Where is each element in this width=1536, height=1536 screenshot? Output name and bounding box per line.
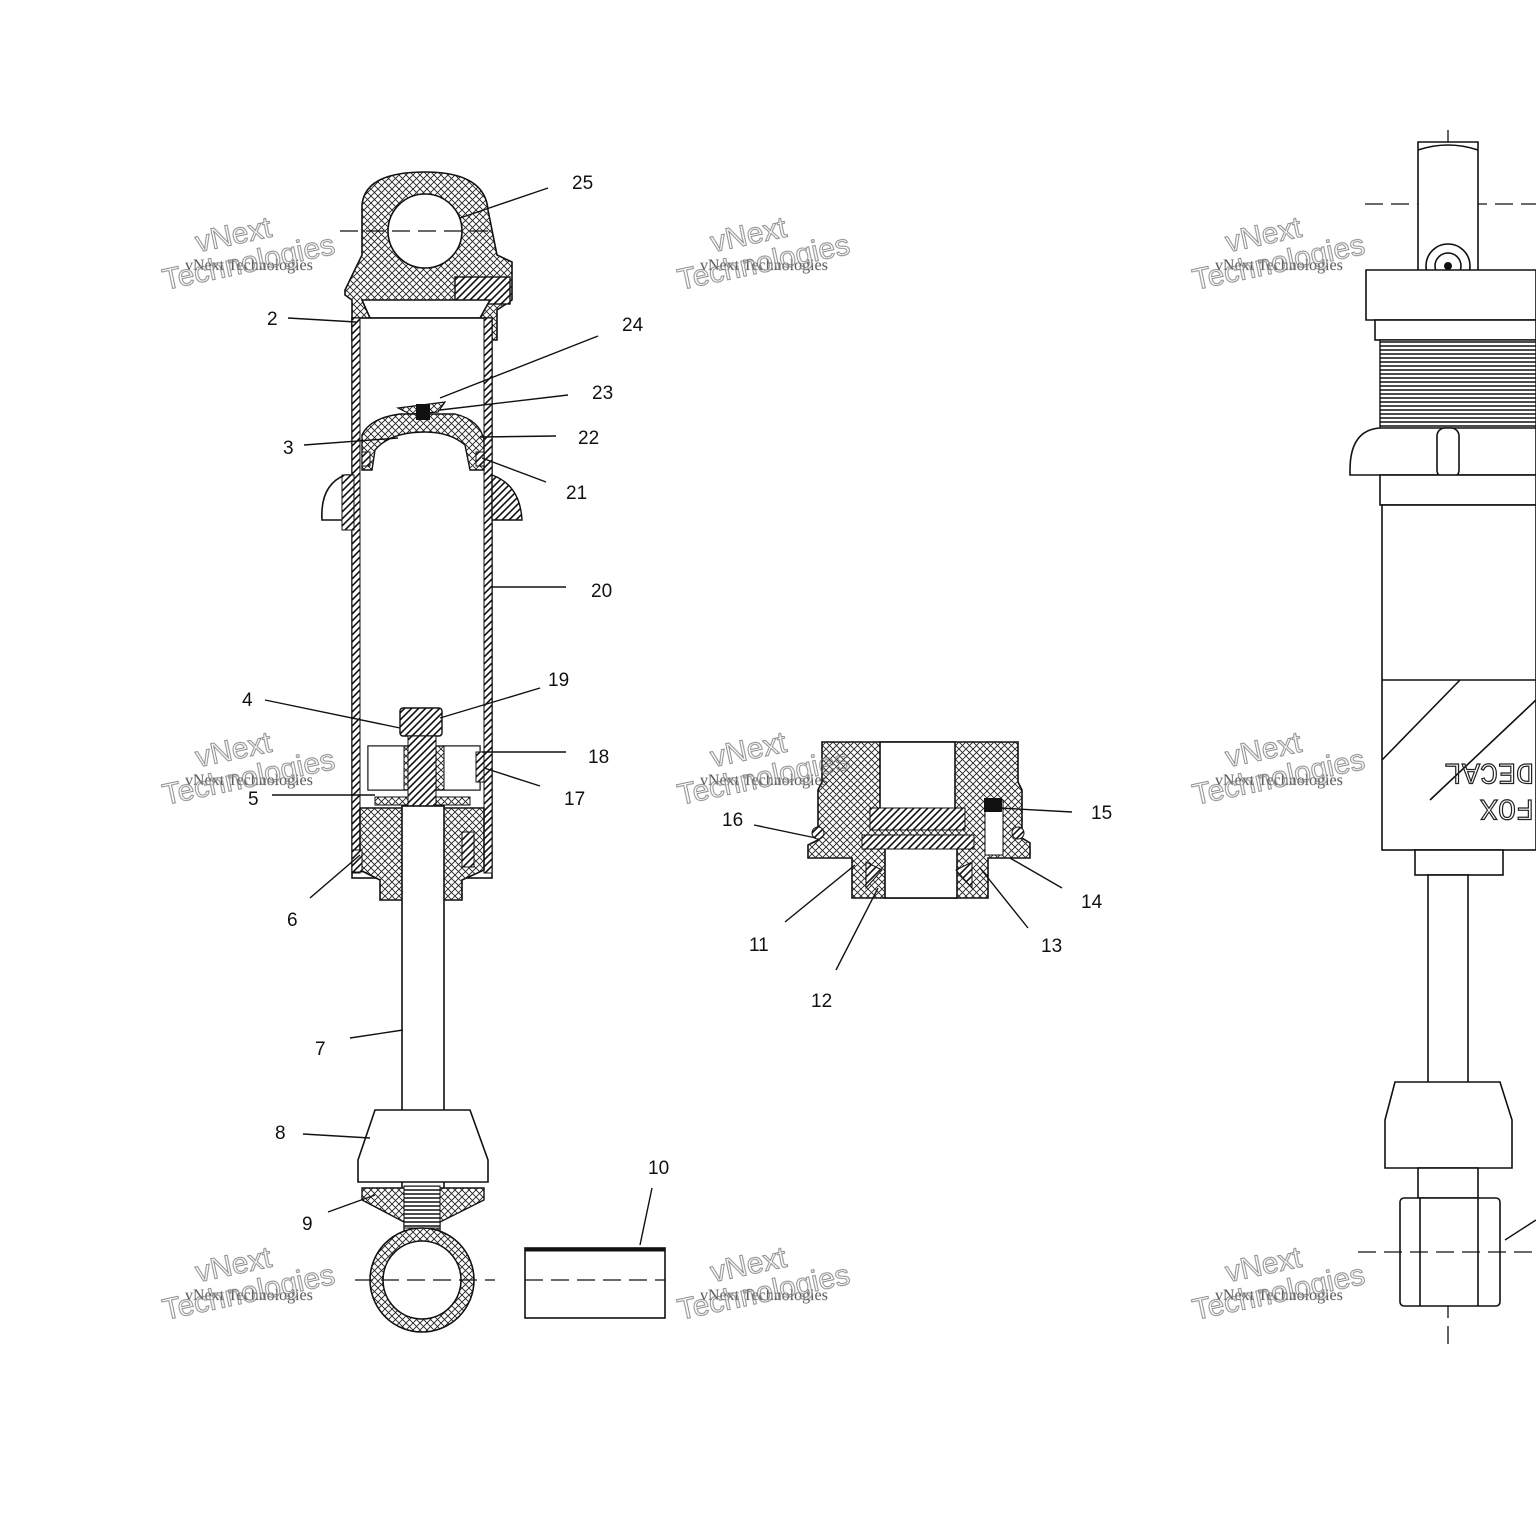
callout-12: 12 [811, 991, 832, 1012]
svg-text:vNext Technologies: vNext Technologies [700, 257, 828, 274]
callout-19: 19 [548, 670, 569, 691]
threaded-body [1379, 339, 1536, 431]
watermark-8: vNext vNext Technologies Technologies [674, 1240, 853, 1327]
callout-18: 18 [588, 747, 609, 768]
callout-8: 8 [275, 1123, 286, 1144]
callout-labels: 25 2 24 23 3 22 21 20 19 4 18 5 17 6 7 8… [242, 173, 1112, 1235]
watermark-1: vNext vNext Technologies Technologies [159, 210, 338, 297]
decal-text-fox: FOX [1480, 790, 1534, 824]
callout-10: 10 [648, 1158, 669, 1179]
callout-11: 11 [749, 935, 769, 956]
svg-text:vNext Technologies: vNext Technologies [1215, 257, 1343, 274]
bumper-external [1384, 1081, 1513, 1169]
callout-6: 6 [287, 910, 298, 931]
leader-lines [264, 187, 1073, 1246]
watermark-7: vNext vNext Technologies Technologies [159, 1240, 338, 1327]
callout-13: 13 [1041, 936, 1062, 957]
svg-text:vNext Technologies: vNext Technologies [700, 1287, 828, 1304]
svg-text:vNext Technologies: vNext Technologies [700, 772, 828, 789]
decal-text-decal: DECAL [1444, 754, 1534, 788]
callout-25: 25 [572, 173, 593, 194]
svg-text:vNext Technologies: vNext Technologies [185, 257, 313, 274]
callout-23: 23 [592, 383, 613, 404]
callout-21: 21 [566, 483, 587, 504]
watermark-9: vNext vNext Technologies Technologies [1189, 1240, 1368, 1327]
shock-cross-section [321, 171, 523, 1333]
callout-4: 4 [242, 690, 253, 711]
watermark-3: vNext vNext Technologies Technologies [1189, 210, 1368, 297]
svg-text:vNext Technologies: vNext Technologies [185, 772, 313, 789]
spacer-sleeve [524, 1247, 666, 1319]
callout-9: 9 [302, 1214, 313, 1235]
shock-external-view: DECAL FOX [1349, 130, 1536, 1350]
callout-24: 24 [622, 315, 644, 336]
callout-15: 15 [1091, 803, 1112, 824]
callout-5: 5 [248, 789, 259, 810]
watermark-2: vNext vNext Technologies Technologies [674, 210, 853, 297]
bottom-out-bumper [357, 1109, 489, 1183]
seal-head-detail [807, 741, 1031, 899]
piston-nut [399, 707, 443, 737]
floating-piston [361, 413, 485, 471]
spring-collar-right [491, 474, 523, 521]
callout-7: 7 [315, 1039, 326, 1060]
callout-22: 22 [578, 428, 599, 449]
watermark-4: vNext vNext Technologies Technologies [159, 725, 338, 812]
callout-17: 17 [564, 789, 585, 810]
shaft-external [1427, 874, 1469, 1086]
callout-14: 14 [1081, 892, 1103, 913]
svg-text:vNext Technologies: vNext Technologies [185, 1287, 313, 1304]
svg-text:vNext Technologies: vNext Technologies [1215, 772, 1343, 789]
body-tube-external [1381, 504, 1536, 851]
callout-2: 2 [267, 309, 278, 330]
svg-text:vNext Technologies: vNext Technologies [1215, 1287, 1343, 1304]
watermark-6: vNext vNext Technologies Technologies [1189, 725, 1368, 812]
callout-20: 20 [591, 581, 612, 602]
watermarks: vNext vNext Technologies Technologies vN… [159, 210, 1368, 1327]
callout-16: 16 [722, 810, 743, 831]
callout-3: 3 [283, 438, 294, 459]
